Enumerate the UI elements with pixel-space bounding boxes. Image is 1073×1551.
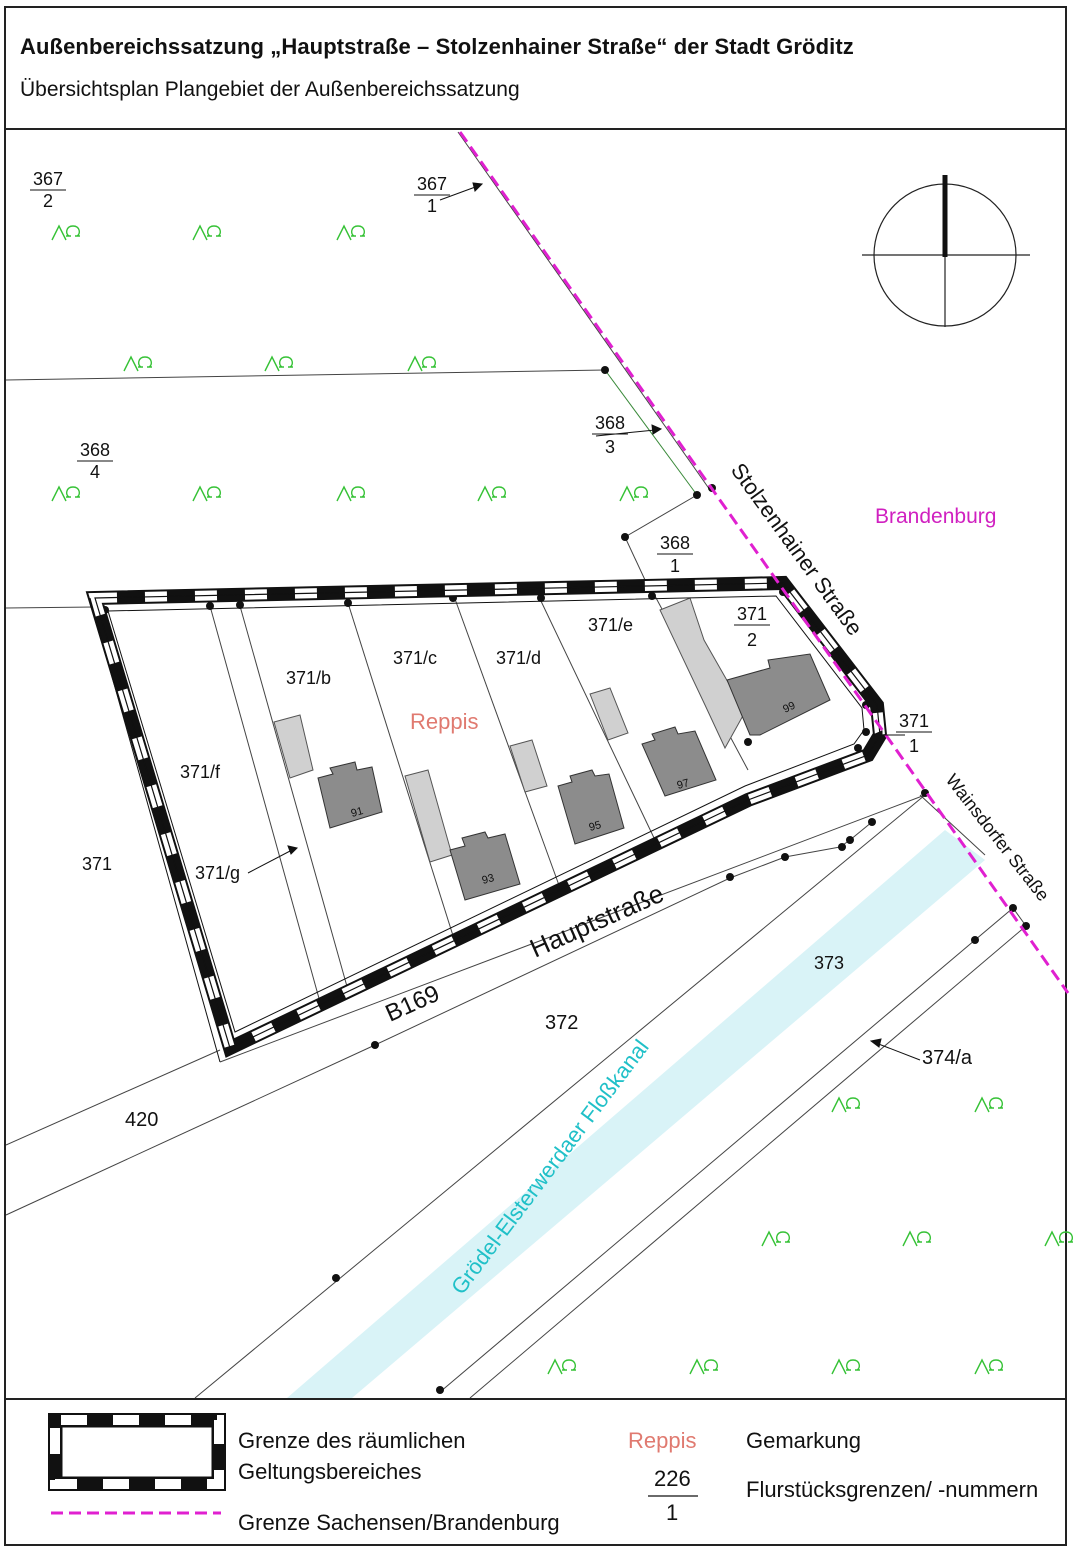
legend-parcel-label: Flurstücksgrenzen/ -nummern (746, 1477, 1039, 1502)
gemarkung-label: Reppis (410, 709, 478, 734)
parcel-label-420: 420 (125, 1109, 158, 1131)
svg-text:2: 2 (43, 191, 53, 211)
parcel-label-371f: 371/f (180, 762, 221, 782)
street-label-wainsdorfer: Wainsdorfer Straße (942, 770, 1053, 905)
parcel-label-371e: 371/e (588, 615, 633, 635)
plan-title: Außenbereichssatzung „Hauptstraße – Stol… (20, 34, 854, 59)
road-label-b169: B169 (381, 980, 443, 1027)
legend-state-border-label: Grenze Sachensen/Brandenburg (238, 1510, 560, 1535)
svg-text:1: 1 (909, 736, 919, 756)
parcel-label-372: 372 (545, 1012, 578, 1034)
svg-text:1: 1 (670, 556, 680, 576)
north-arrow-icon (862, 175, 1030, 327)
parcel-label-374a: 374/a (922, 1047, 973, 1069)
parcel-label-371b: 371/b (286, 668, 331, 688)
house-97 (642, 727, 716, 796)
house-93 (450, 832, 520, 900)
svg-text:368: 368 (80, 440, 110, 460)
svg-text:2: 2 (747, 630, 757, 650)
parcel-label-368-3: 368 3 (592, 413, 628, 457)
label-arrows (248, 183, 920, 1060)
parcel-label-368-1: 368 1 (657, 533, 693, 576)
svg-text:367: 367 (33, 169, 63, 189)
scope-boundary (95, 583, 880, 1048)
house-99 (727, 654, 830, 735)
plan-header: Außenbereichssatzung „Hauptstraße – Stol… (6, 8, 1065, 130)
state-label-brandenburg: Brandenburg (875, 505, 996, 528)
parcel-label-368-4: 368 4 (77, 440, 113, 482)
parcel-label-371c: 371/c (393, 648, 437, 668)
legend-symbols (48, 1413, 698, 1515)
parcel-label-371g: 371/g (195, 863, 240, 883)
legend-boundary-label-1: Grenze des räumlichen (238, 1428, 466, 1453)
parcel-label-371-1: 371 1 (896, 711, 932, 756)
svg-text:368: 368 (595, 413, 625, 433)
svg-text:367: 367 (417, 174, 447, 194)
scope-boundary-inner (108, 596, 864, 1032)
legend-boundary-label-2: Geltungsbereiches (238, 1459, 422, 1484)
svg-text:368: 368 (660, 533, 690, 553)
house-number-95: 95 (588, 819, 603, 834)
parcel-label-373: 373 (814, 953, 844, 973)
building-outbuilding (660, 598, 745, 748)
parcel-label-371d: 371/d (496, 648, 541, 668)
house-91 (318, 762, 382, 828)
svg-text:1: 1 (427, 196, 437, 216)
svg-text:371: 371 (899, 711, 929, 731)
legend-boundary-symbol (48, 1413, 226, 1491)
parcel-368-3-line (605, 370, 697, 495)
house-95 (558, 770, 624, 844)
plan-frame (4, 6, 1067, 1546)
state-border-line (460, 132, 1068, 993)
buildings (274, 598, 830, 900)
svg-text:3: 3 (605, 437, 615, 457)
parcel-label-371: 371 (82, 854, 112, 874)
house-number-97: 97 (676, 777, 691, 792)
plan-subtitle: Übersichtsplan Plangebiet der Außenberei… (20, 78, 520, 101)
parcel-label-367-2: 367 2 (30, 169, 66, 211)
legend-parcel-sample-bottom: 1 (666, 1500, 679, 1525)
parcel-label-367-1: 367 1 (414, 174, 450, 216)
svg-text:371: 371 (737, 604, 767, 624)
legend-parcel-sample-top: 226 (654, 1466, 691, 1491)
house-number-93: 93 (481, 872, 496, 887)
legend-gemarkung-sample: Reppis (628, 1428, 697, 1453)
house-number-99: 99 (781, 700, 797, 716)
legend: Grenze des räumlichen Geltungsbereiches … (6, 1398, 1065, 1544)
canal-area (287, 830, 985, 1398)
house-number-91: 91 (350, 805, 365, 820)
parcel-label-371-2: 371 2 (734, 604, 770, 650)
legend-gemarkung-label: Gemarkung (746, 1428, 861, 1453)
svg-text:4: 4 (90, 462, 100, 482)
